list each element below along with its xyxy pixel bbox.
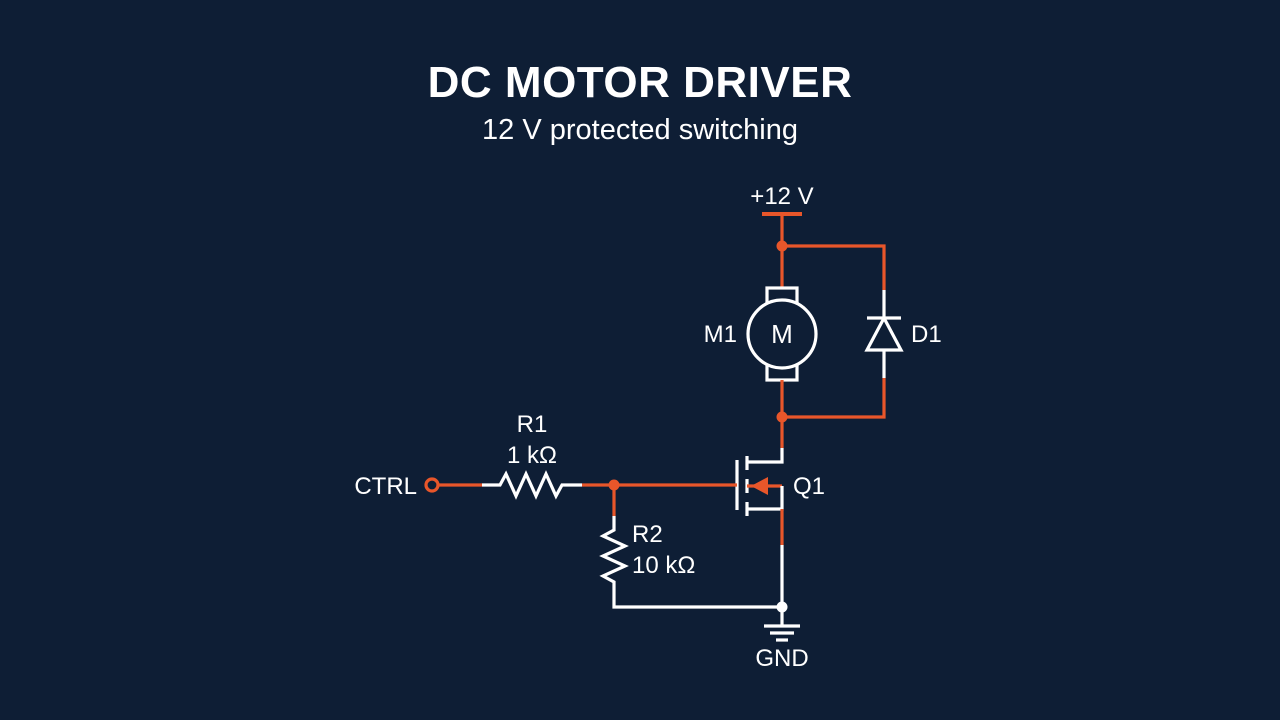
mosfet-label: Q1 (793, 473, 825, 500)
r2-ref-label: R2 (632, 521, 663, 548)
supply-label: +12 V (750, 183, 813, 210)
r2-value-label: 10 kΩ (632, 552, 695, 579)
ground-label: GND (755, 645, 808, 672)
diagram-title: DC MOTOR DRIVER (427, 58, 853, 107)
r1-value-label: 1 kΩ (507, 442, 557, 469)
diode-d1 (864, 290, 904, 378)
mosfet-drain (747, 448, 784, 464)
motor-letter: M (771, 319, 793, 349)
resistor-r2 (599, 516, 629, 592)
diode-label: D1 (911, 321, 942, 348)
ctrl-terminal (424, 477, 440, 493)
motor-m1: M (746, 286, 818, 382)
diode-triangle (864, 314, 904, 352)
mosfet-q1 (735, 448, 784, 545)
resistor-r1 (482, 470, 582, 500)
ctrl-label: CTRL (354, 473, 417, 500)
diode-bottom-wire (782, 378, 886, 419)
r1-ref-label: R1 (517, 411, 548, 438)
mosfet-arrow (751, 477, 768, 495)
r2-ground-wire (612, 592, 782, 609)
diagram-subtitle: 12 V protected switching (482, 114, 798, 146)
motor-body (746, 298, 818, 370)
ground-icon (764, 624, 800, 642)
motor-label: M1 (704, 321, 737, 348)
diode-top-wire (782, 244, 886, 290)
